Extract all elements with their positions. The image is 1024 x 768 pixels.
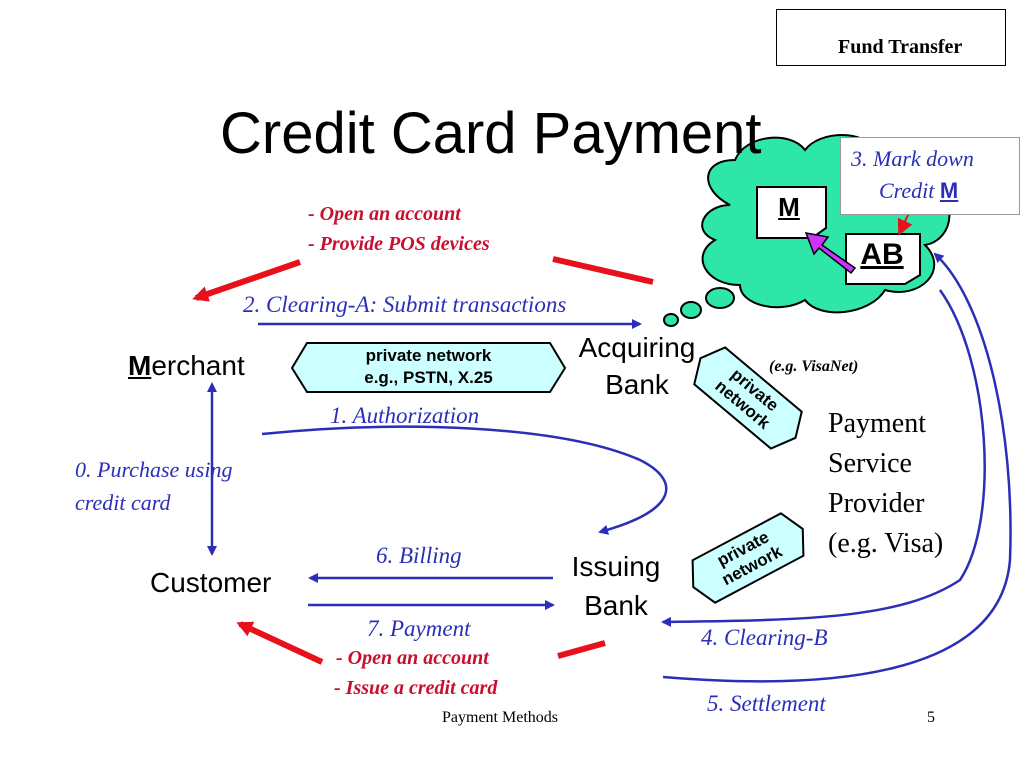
merchant-rest: erchant <box>151 350 245 381</box>
psp-line1: Payment <box>828 408 926 439</box>
step-purchase-line1: 0. Purchase using <box>75 457 233 482</box>
page-number: 5 <box>927 709 935 726</box>
mark-down-note-letter: M <box>939 178 959 203</box>
acquirer-relationship-arrow <box>192 256 654 302</box>
psp-line4: (e.g. Visa) <box>828 528 944 559</box>
issuer-psp-network <box>691 512 805 604</box>
authorization-arrow <box>261 425 668 535</box>
step-authorization: 1. Authorization <box>330 403 480 428</box>
settlement-arrow <box>662 252 1012 683</box>
network-line1: private network <box>365 346 492 365</box>
step-clearing-a: 2. Clearing-A: Submit transactions <box>243 292 567 317</box>
merchant-label: Merchant <box>128 350 245 382</box>
step-settlement: 5. Settlement <box>707 691 826 716</box>
issuing-bank-line2: Bank <box>584 590 648 621</box>
acquiring-bank-line2: Bank <box>605 369 669 400</box>
private-network-hexagon <box>290 342 567 393</box>
acquiring-bank-account-label: AB <box>860 238 904 271</box>
step-payment: 7. Payment <box>367 616 471 641</box>
clearing-b-arrow <box>661 289 986 627</box>
merchant-account-label: M <box>778 192 800 222</box>
legend-label: Fund Transfer <box>838 36 963 58</box>
mark-down-note-prefix: Credit <box>879 178 940 203</box>
mark-down-note-line1: 3. Mark down <box>851 146 974 171</box>
issuer-relationship-arrow <box>236 621 606 665</box>
mark-down-note <box>840 137 1020 215</box>
mark-down-note-line2: Credit M <box>879 178 958 204</box>
page-title: Credit Card Payment <box>220 101 762 166</box>
network-line2: e.g., PSTN, X.25 <box>364 368 493 387</box>
psp-line2: Service <box>828 448 912 479</box>
issuing-bank-line1: Issuing <box>571 551 661 582</box>
acquirer-relation-line1: - Open an account <box>308 203 461 225</box>
acquiring-bank-line1: Acquiring <box>578 332 696 363</box>
merchant-initial: M <box>128 350 152 381</box>
issuer-relation-line1: - Open an account <box>336 647 489 669</box>
footer-title: Payment Methods <box>442 709 558 726</box>
acquirer-relation-line2: - Provide POS devices <box>308 233 490 255</box>
issuer-relation-line2: - Issue a credit card <box>334 677 498 699</box>
step-clearing-b: 4. Clearing-B <box>701 625 828 650</box>
psp-line3: Provider <box>828 488 925 519</box>
legend-box <box>776 9 1006 66</box>
acquirer-psp-network-example: (e.g. VisaNet) <box>769 358 859 375</box>
acquirer-psp-network <box>693 346 803 450</box>
customer-label: Customer <box>150 567 272 598</box>
fund-transfer-arrow <box>804 232 857 275</box>
step-purchase-line2: credit card <box>75 490 171 515</box>
merchant-account-box <box>756 186 827 239</box>
step-billing: 6. Billing <box>376 543 462 568</box>
